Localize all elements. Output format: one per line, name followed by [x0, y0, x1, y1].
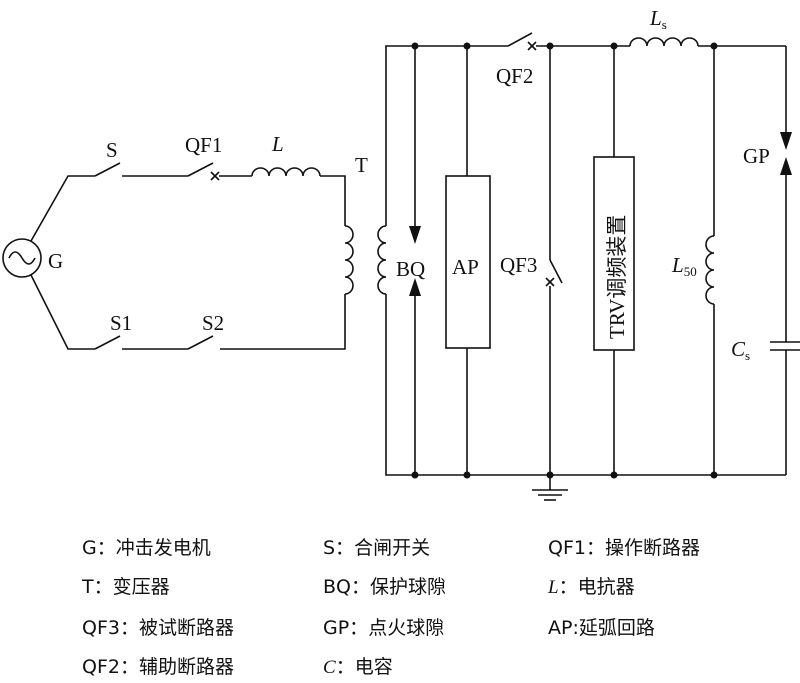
legend-key: AP: [548, 617, 579, 639]
label-s1: S1 [110, 311, 132, 335]
label-cs: Cs [731, 337, 750, 363]
legend-bq: BQ：保护球隙 [323, 572, 446, 599]
transformer-primary [344, 225, 354, 295]
legend-s: S：合闸开关 [323, 533, 430, 560]
switch-s2 [187, 335, 214, 350]
legend-key: S： [323, 537, 355, 559]
legend-key: C [323, 657, 336, 678]
label-ls-main: L [649, 6, 662, 30]
junction-dot [411, 42, 419, 50]
bq-arrow-up [409, 278, 421, 296]
wire-t-sec-bottom [385, 294, 786, 476]
label-bq: BQ [396, 257, 425, 281]
junction-dots [411, 42, 718, 479]
switch-qf1 [187, 162, 214, 177]
legend-desc: 变压器 [112, 576, 170, 598]
transformer-secondary [377, 225, 387, 295]
switch-s [94, 162, 121, 177]
junction-dot [463, 42, 471, 50]
label-l50-sub: 50 [684, 264, 697, 279]
wire-g-top [30, 175, 95, 242]
ap-box [445, 175, 491, 349]
legend-ap: AP:延弧回路 [548, 613, 655, 640]
legend-desc: 操作断路器 [604, 537, 700, 559]
legend-l: L：电抗器 [548, 572, 635, 599]
legend-key: BQ： [323, 576, 370, 598]
label-l: L [271, 132, 284, 156]
junction-dot [546, 42, 554, 50]
label-ap: AP [452, 255, 479, 279]
generator-sine [8, 251, 36, 265]
legend-qf1: QF1：操作断路器 [548, 533, 700, 560]
legend-key: L [548, 577, 559, 598]
label-gp: GP [743, 144, 770, 168]
label-qf1: QF1 [185, 133, 222, 157]
legend-desc: 辅助断路器 [138, 656, 234, 678]
wire-g-bottom [30, 274, 95, 350]
legend-qf2: QF2：辅助断路器 [82, 652, 234, 679]
gp-arrow-down [780, 132, 792, 150]
wire-t-bottom [220, 294, 346, 350]
legend-key: T： [82, 576, 113, 598]
legend-key: QF1： [548, 537, 605, 559]
switch-qf3 [549, 259, 563, 284]
legend-c: C：电容 [323, 652, 393, 679]
junction-dot [463, 471, 471, 479]
inductor-ls [629, 37, 699, 47]
legend-desc: 保护球隙 [370, 576, 447, 598]
switch-qf2 [507, 32, 533, 47]
gp-arrow-up [780, 157, 792, 175]
legend-gp: GP：点火球隙 [323, 613, 444, 640]
legend-key: QF3： [82, 617, 139, 639]
legend-key: GP： [323, 617, 369, 639]
junction-dot [710, 42, 718, 50]
junction-dot [710, 471, 718, 479]
qf3-cross-b [545, 277, 555, 287]
label-l50: L50 [671, 253, 697, 279]
label-qf3: QF3 [500, 253, 537, 277]
junction-dot [411, 471, 419, 479]
legend-desc: 点火球隙 [368, 617, 445, 639]
wire-l-t [320, 175, 346, 226]
legend-qf3: QF3：被试断路器 [82, 613, 234, 640]
label-s2: S2 [202, 311, 224, 335]
bq-arrow-down [409, 226, 421, 244]
inductor-l50 [705, 235, 715, 305]
legend-desc: 冲击发电机 [115, 537, 211, 559]
label-cs-main: C [731, 337, 746, 361]
legend-desc: ：电容 [335, 656, 393, 678]
label-s: S [106, 138, 118, 162]
switch-s1 [94, 335, 121, 350]
qf2-cross-b [527, 41, 537, 51]
label-trv: TRV调频装置 [605, 215, 629, 339]
legend-t: T：变压器 [82, 572, 170, 599]
generator-symbol [2, 238, 42, 278]
legend-desc: 被试断路器 [138, 617, 234, 639]
junction-dot [610, 42, 618, 50]
legend-key: QF2： [82, 656, 139, 678]
legend-desc: 合闸开关 [354, 537, 431, 559]
inductor-l [251, 167, 321, 177]
junction-dot [610, 471, 618, 479]
legend-g: G：冲击发电机 [82, 533, 211, 560]
label-cs-sub: s [745, 348, 750, 363]
legend-key: G： [82, 537, 116, 559]
label-t: T [355, 153, 368, 177]
label-l50-main: L [671, 253, 684, 277]
label-qf2: QF2 [496, 64, 533, 88]
legend-desc: ：电抗器 [558, 576, 635, 598]
label-ls: Ls [649, 6, 667, 32]
legend-desc: 延弧回路 [578, 617, 655, 639]
junction-dot [546, 471, 554, 479]
label-g: G [48, 249, 63, 273]
label-ls-sub: s [662, 17, 667, 32]
qf1-cross-b [210, 171, 220, 181]
